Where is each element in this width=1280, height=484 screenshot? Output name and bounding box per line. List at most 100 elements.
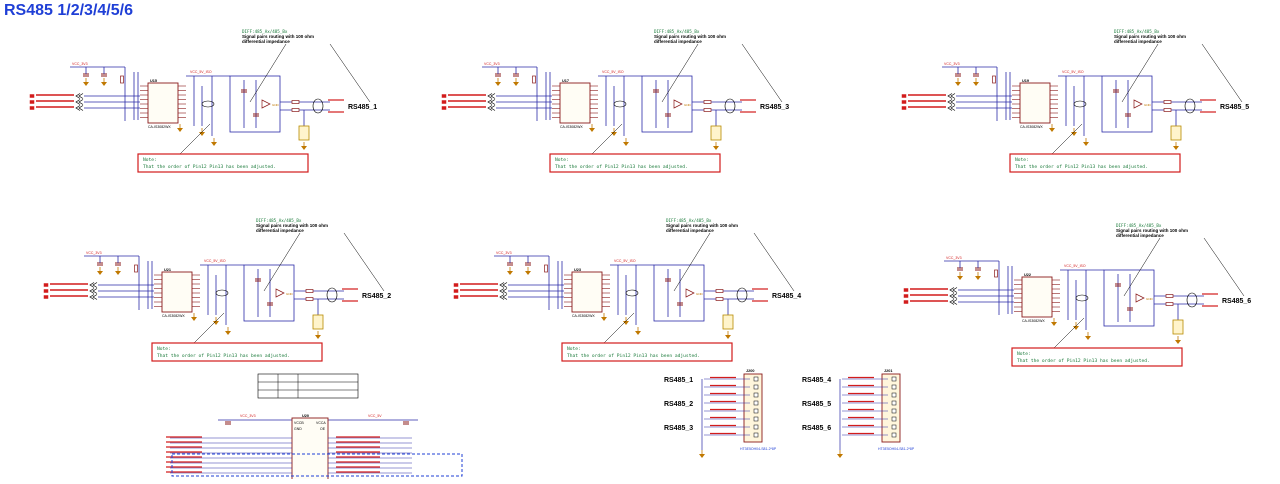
note-body: That the order of Pin12 Pin13 has been a… [157, 353, 290, 359]
net-label: VCC_5V [368, 414, 382, 418]
capacitor-icon [665, 113, 671, 117]
connector-1: J200RS485_1RS485_2RS485_3HT3E5OH04-S81-2… [664, 369, 777, 458]
chevron [950, 105, 956, 111]
ground-arrow [525, 271, 531, 275]
ground-icon [525, 267, 531, 275]
note-box [151, 342, 323, 362]
pin-pad [891, 416, 897, 422]
capacitor-icon [1113, 89, 1119, 93]
ground-arrow [301, 146, 307, 150]
leader-line [673, 232, 711, 292]
resistor-icon [1165, 294, 1174, 298]
chevron [499, 288, 505, 294]
transceiver-ic [161, 271, 193, 313]
capacitor-icon [1115, 283, 1121, 287]
net-label: VCC_5V_ISO [190, 70, 212, 74]
net-label: VCC_3V3 [240, 414, 256, 418]
port-marker [901, 106, 907, 110]
diff-pair-marker [1184, 98, 1196, 114]
ground-arrow [191, 317, 197, 321]
ic-part-number: CA-IS3082WX [148, 125, 171, 129]
ground-arrow [955, 82, 961, 86]
ic-part-number: CA-IS3082WX [1022, 319, 1045, 323]
ground-icon [115, 267, 121, 275]
leader-line [1123, 237, 1161, 297]
port-marker [43, 295, 49, 299]
note-body: That the order of Pin12 Pin13 has been a… [555, 164, 688, 170]
rs485-port-label: RS485_3 [664, 425, 693, 432]
diff-note: DIFF:485_Ax/485_Bx [256, 218, 302, 223]
port-arrow-icon [487, 105, 496, 111]
net-label: GND [272, 103, 280, 107]
chevron [490, 105, 496, 111]
resistor-icon [1163, 100, 1172, 104]
port-marker [903, 300, 909, 304]
port-marker [29, 100, 35, 104]
chevron [487, 105, 493, 111]
ground-arrow [635, 331, 641, 335]
ic-ref: U15 [150, 79, 157, 83]
pin-pad [753, 432, 759, 438]
resistor-icon [703, 108, 712, 112]
leader-line [1203, 237, 1245, 297]
capacitor-icon [83, 73, 89, 77]
dashed-group [171, 453, 463, 477]
chevron [502, 282, 508, 288]
ground-icon [635, 327, 641, 335]
capacitor-icon [241, 89, 247, 93]
connector-part: HT3E5OH04-S81-2*8P [740, 447, 777, 451]
pin-pad [891, 392, 897, 398]
ground-arrow [115, 271, 121, 275]
diff-pair-marker [724, 98, 736, 114]
routing-note: Signal pairs routing with 100 ohm [654, 34, 726, 39]
port-marker [43, 283, 49, 287]
leader-line [753, 232, 795, 292]
resistor-icon [120, 75, 124, 84]
protection-network [653, 264, 705, 322]
port-arrow-icon [487, 99, 496, 105]
routing-note: differential impedance [654, 39, 702, 44]
port-marker [901, 94, 907, 98]
note-title: Note: [555, 157, 569, 163]
ground-icon [725, 331, 731, 339]
ground-arrow [957, 276, 963, 280]
routing-note: differential impedance [256, 228, 304, 233]
resistor-icon [305, 289, 314, 293]
rs485-port-label: RS485_6 [802, 425, 831, 432]
tvs-diode [1172, 319, 1184, 335]
ground-icon [211, 138, 217, 146]
ground-arrow [211, 142, 217, 146]
ground-icon [495, 78, 501, 86]
chevron [487, 99, 493, 105]
ic-ref: U17 [562, 79, 569, 83]
truth-table [257, 373, 359, 399]
port-arrow-icon [947, 99, 956, 105]
buffer-icon [1133, 99, 1143, 109]
net-label: GND [1144, 103, 1152, 107]
port-marker [453, 283, 459, 287]
tvs-diode [312, 314, 324, 330]
net-label: VCC_3V3 [944, 62, 960, 66]
ground-icon [699, 450, 705, 458]
pin-pad [891, 400, 897, 406]
leader-line [1053, 317, 1085, 349]
connector-ref: J201 [884, 369, 892, 373]
ic-pin-label: VCCB [294, 421, 304, 425]
chevron [75, 105, 81, 111]
resistor-icon [305, 297, 314, 301]
ground-icon [213, 317, 219, 325]
pin-pad [753, 408, 759, 414]
routing-note: differential impedance [242, 39, 290, 44]
ground-icon [589, 124, 595, 132]
ground-arrow [507, 271, 513, 275]
routing-note: Signal pairs routing with 100 ohm [666, 223, 738, 228]
rs485-port-label: RS485_6 [1222, 298, 1251, 305]
chevron [952, 293, 958, 299]
net-label: GND [696, 292, 704, 296]
ground-icon [1085, 332, 1091, 340]
chevron [949, 293, 955, 299]
ic-ref: U19 [1022, 79, 1029, 83]
